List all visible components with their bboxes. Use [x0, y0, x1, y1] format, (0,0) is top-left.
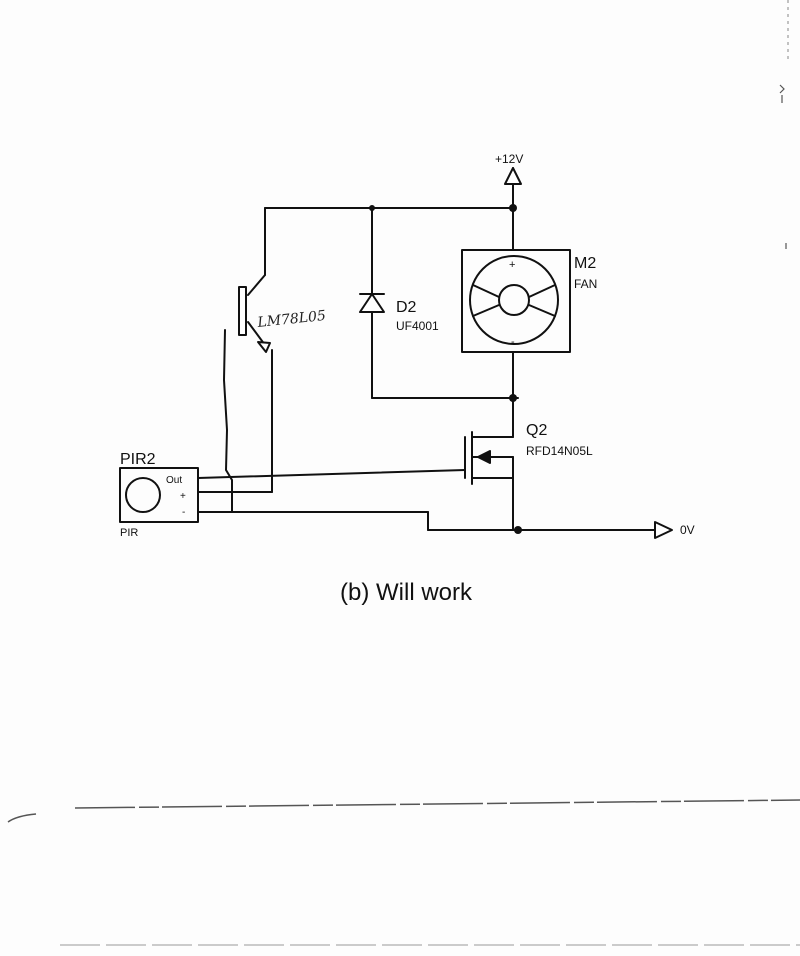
- regulator-symbol: [197, 207, 273, 513]
- top-rail-wire: [264, 207, 519, 399]
- junction-dots: [369, 204, 522, 534]
- ground-rail-wire: [197, 511, 673, 539]
- pir-out-label: Out: [166, 475, 182, 486]
- mosfet-value: RFD14N05L: [526, 444, 593, 458]
- pir-ref: PIR2: [120, 451, 156, 468]
- diode-value: UF4001: [396, 319, 439, 333]
- supply-label: +12V: [495, 152, 523, 166]
- junction-dot: [509, 204, 517, 212]
- fan-plus-label: +: [509, 259, 515, 271]
- fan-ref: M2: [574, 255, 596, 272]
- pir-value: PIR: [120, 527, 138, 539]
- pir-minus-label: -: [182, 507, 185, 518]
- diode-ref: D2: [396, 299, 417, 316]
- gate-wire: [197, 469, 466, 479]
- fan-value: FAN: [574, 277, 597, 291]
- junction-dot: [514, 526, 522, 534]
- fan-minus-label: -: [511, 336, 515, 348]
- pir-sensor-symbol: [119, 467, 199, 523]
- junction-dot: [369, 205, 375, 211]
- scan-marks: [7, 0, 800, 946]
- supply-arrow-icon: [504, 167, 522, 209]
- regulator-note: LM78L05: [256, 308, 327, 331]
- diode-symbol: [359, 293, 385, 313]
- junction-dot: [509, 394, 517, 402]
- figure-caption: (b) Will work: [340, 579, 473, 606]
- pir-plus-label: +: [180, 491, 186, 502]
- mosfet-symbol: [464, 429, 514, 531]
- mosfet-ref: Q2: [526, 422, 547, 439]
- fan-symbol: [461, 249, 571, 353]
- ground-label: 0V: [680, 523, 695, 537]
